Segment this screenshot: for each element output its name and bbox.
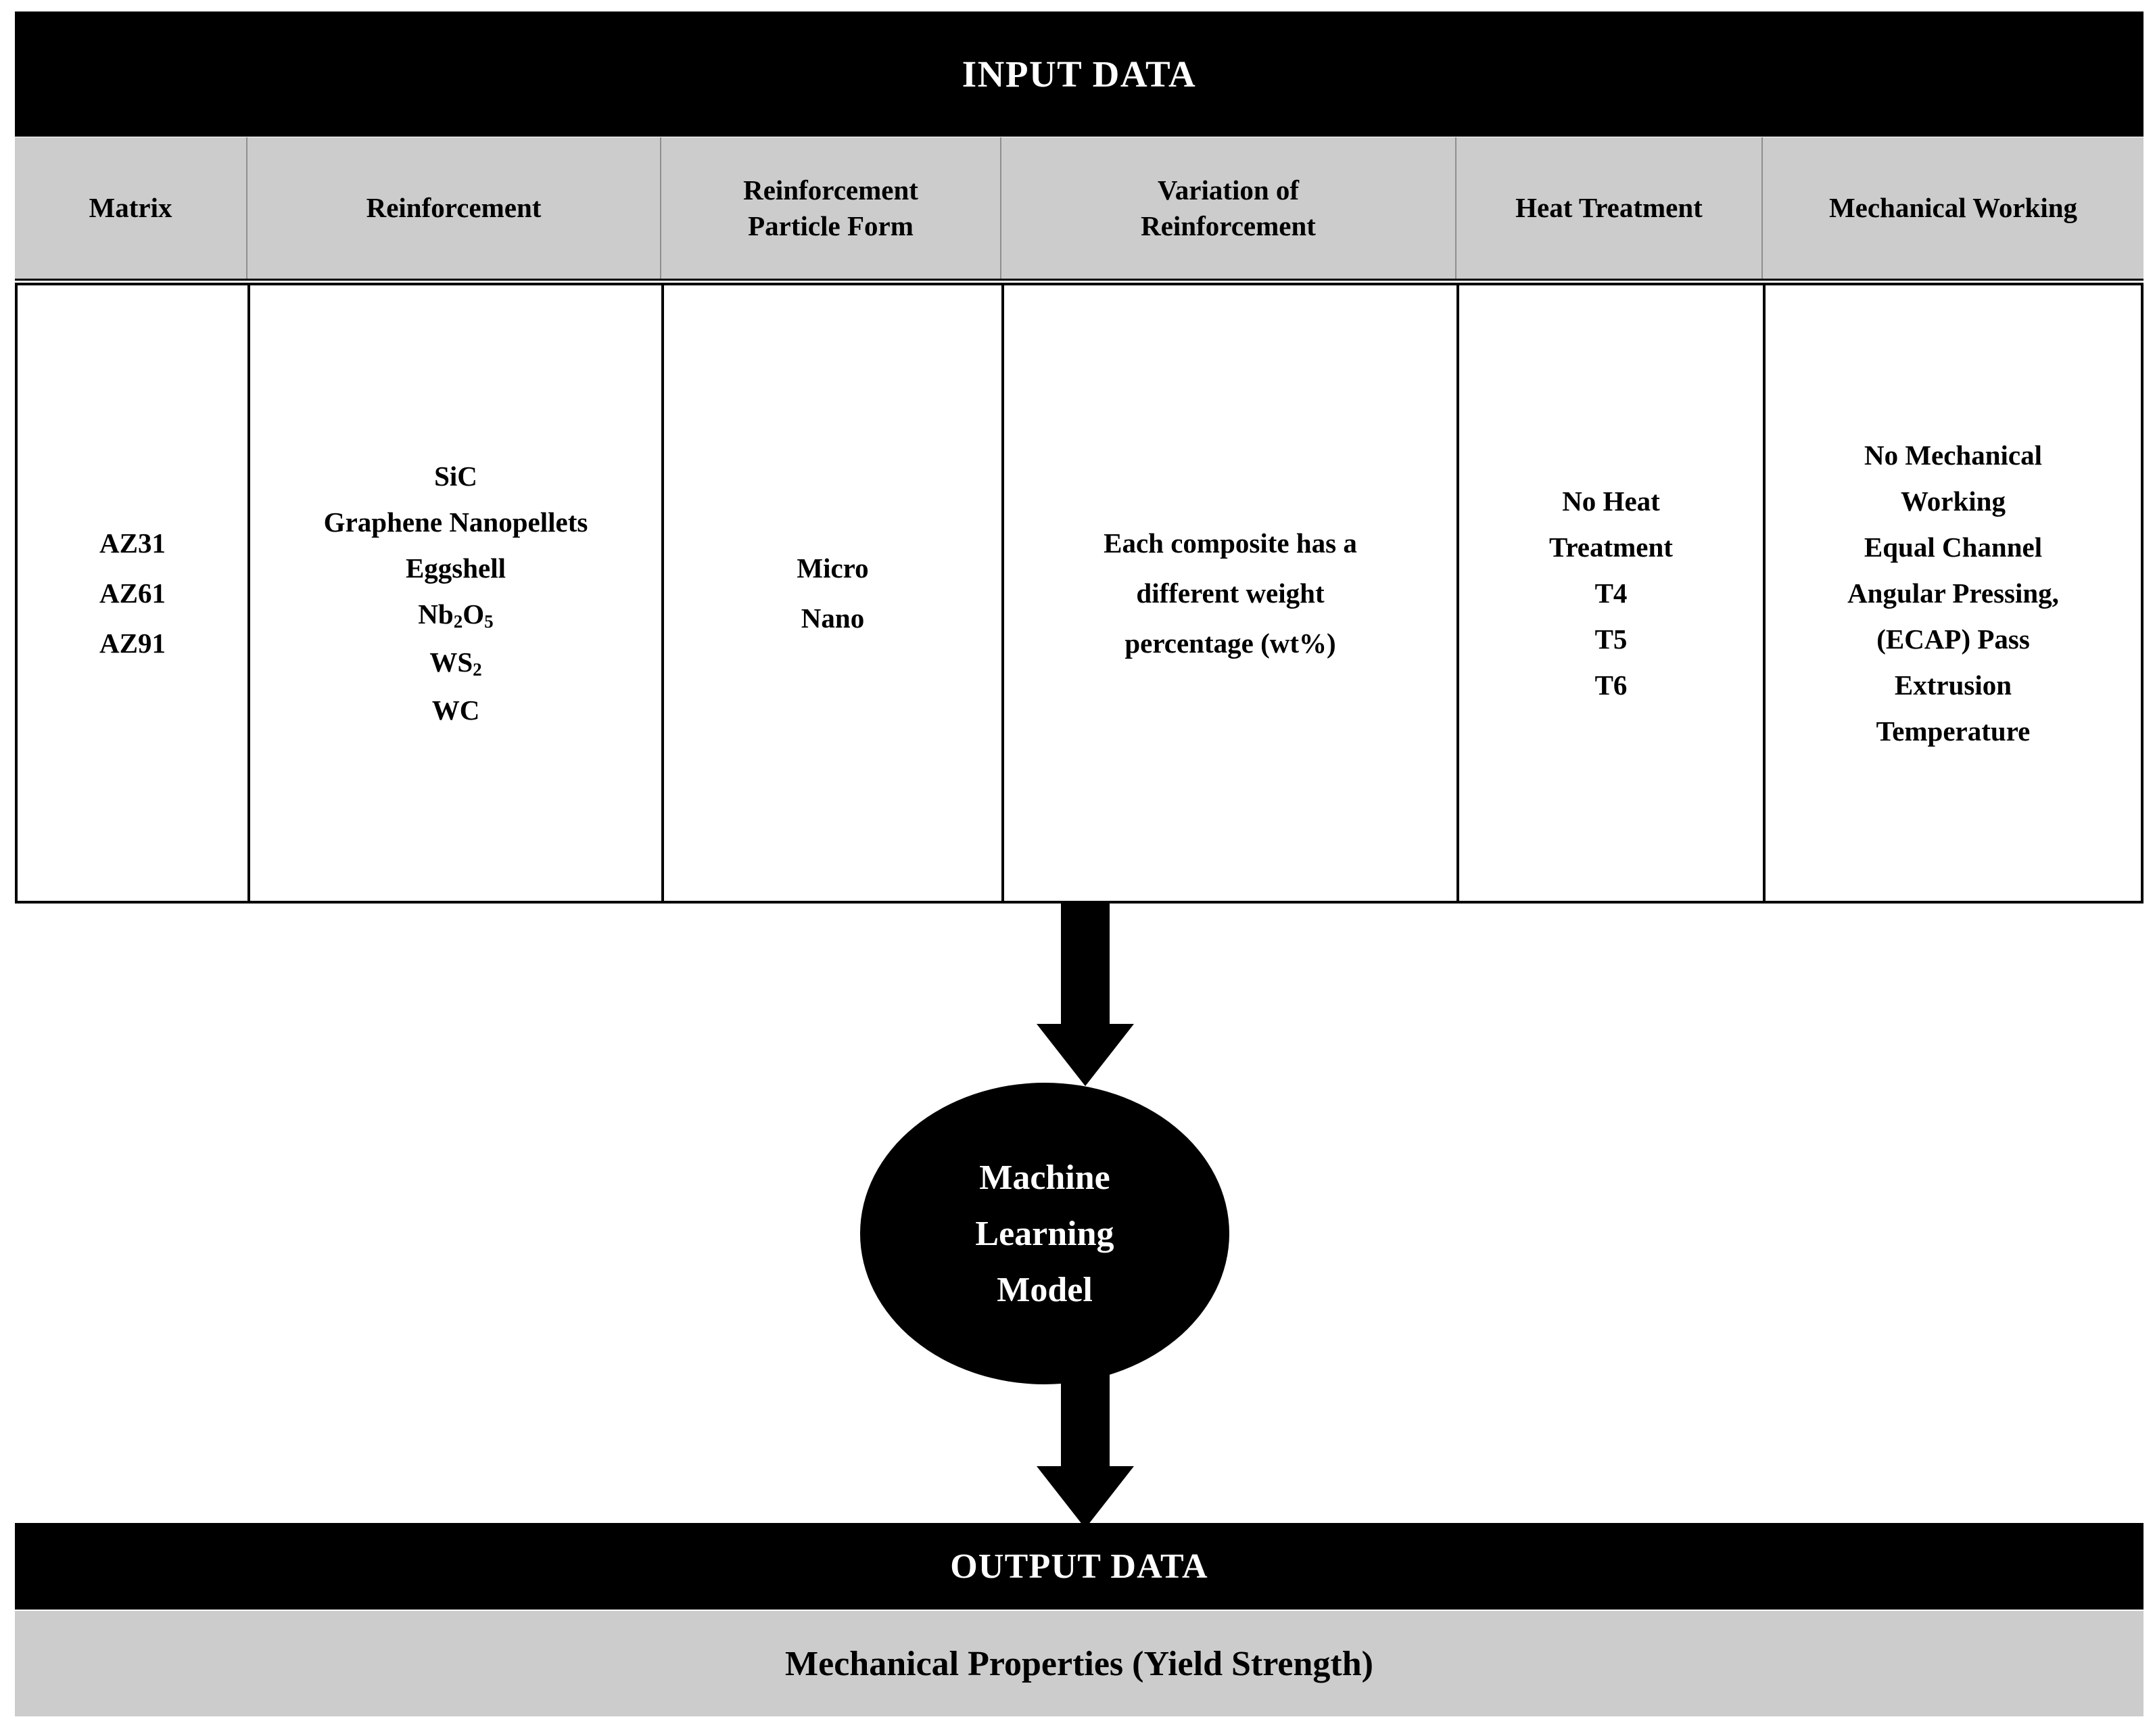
column-header-mechanical-line-1: Mechanical Working (1828, 192, 2078, 224)
column-header-reinforcement-line-1: Reinforcement (366, 192, 542, 224)
column-header-matrix-line-1: Matrix (89, 192, 172, 224)
mechanical-working-value: Temperature (1876, 715, 2031, 747)
column-header-variation-line-1: Variation of (1157, 174, 1300, 206)
reinforcement-value: Graphene Nanopellets (323, 507, 588, 538)
mechanical-working-value: Angular Pressing, (1847, 578, 2059, 609)
cell-reinforcement-values: SiC Graphene Nanopellets Eggshell Nb2O5 … (250, 285, 664, 901)
mechanical-working-value: Extrusion (1894, 670, 2012, 701)
output-data-banner: OUTPUT DATA (15, 1523, 2144, 1610)
input-table-body-row: AZ31 AZ61 AZ91 SiC Graphene Nanopellets … (15, 283, 2144, 904)
cell-heat-treatment-values: No Heat Treatment T4 T5 T6 (1459, 285, 1766, 901)
arrow-shaft (1061, 904, 1110, 1027)
output-properties-label: Mechanical Properties (Yield Strength) (785, 1644, 1373, 1683)
matrix-value: AZ61 (99, 578, 166, 609)
heat-treatment-value: No Heat (1562, 486, 1660, 517)
reinforcement-value: Eggshell (405, 553, 506, 584)
variation-value: different weight (1136, 578, 1325, 609)
particle-form-value: Nano (801, 603, 865, 634)
column-header-reinforcement-particle-form: Reinforcement Particle Form (661, 137, 1001, 279)
arrow-down-icon-input-to-model (987, 904, 1183, 1086)
mechanical-working-value: Working (1901, 486, 2006, 517)
cell-matrix-values: AZ31 AZ61 AZ91 (18, 285, 250, 901)
input-data-banner: INPUT DATA (15, 11, 2144, 137)
reinforcement-value: WC (431, 694, 480, 726)
column-header-variation-of-reinforcement: Variation of Reinforcement (1001, 137, 1457, 279)
column-header-particle-line-1: Reinforcement (743, 174, 918, 206)
column-header-heat-line-1: Heat Treatment (1515, 192, 1703, 224)
arrow-head (1037, 1466, 1134, 1528)
heat-treatment-value: Treatment (1549, 532, 1673, 563)
model-label-line: Learning (975, 1214, 1114, 1253)
machine-learning-model-node: Machine Learning Model (860, 1083, 1229, 1384)
model-label-line: Machine (979, 1158, 1110, 1197)
model-label-line: Model (997, 1270, 1093, 1309)
heat-treatment-value: T4 (1594, 578, 1628, 609)
cell-particle-form-values: Micro Nano (664, 285, 1004, 901)
mechanical-working-value: Equal Channel (1864, 532, 2043, 563)
variation-value: Each composite has a (1104, 527, 1357, 559)
cell-variation-values: Each composite has a different weight pe… (1004, 285, 1459, 901)
reinforcement-value: Nb2O5 (418, 599, 494, 632)
column-header-heat-treatment: Heat Treatment (1457, 137, 1763, 279)
input-data-title: INPUT DATA (962, 53, 1197, 95)
column-header-mechanical-working: Mechanical Working (1763, 137, 2144, 279)
output-data-title: OUTPUT DATA (950, 1547, 1208, 1586)
heat-treatment-value: T6 (1594, 670, 1628, 701)
column-header-reinforcement: Reinforcement (247, 137, 661, 279)
output-properties-bar: Mechanical Properties (Yield Strength) (15, 1611, 2144, 1716)
matrix-value: AZ91 (99, 628, 166, 659)
input-table-header-row: Matrix Reinforcement Reinforcement Parti… (15, 137, 2144, 281)
cell-mechanical-working-values: No Mechanical Working Equal Channel Angu… (1766, 285, 2141, 901)
reinforcement-value: WS2 (429, 647, 482, 680)
mechanical-working-value: No Mechanical (1864, 440, 2043, 471)
reinforcement-value: SiC (434, 461, 477, 492)
particle-form-value: Micro (797, 553, 869, 584)
heat-treatment-value: T5 (1594, 624, 1628, 655)
variation-value: percentage (wt%) (1124, 628, 1336, 659)
column-header-matrix: Matrix (15, 137, 247, 279)
mechanical-working-value: (ECAP) Pass (1876, 624, 2030, 655)
column-header-variation-line-2: Reinforcement (1141, 210, 1316, 241)
arrow-head (1037, 1024, 1134, 1086)
matrix-value: AZ31 (99, 527, 166, 559)
column-header-particle-line-2: Particle Form (748, 210, 914, 241)
